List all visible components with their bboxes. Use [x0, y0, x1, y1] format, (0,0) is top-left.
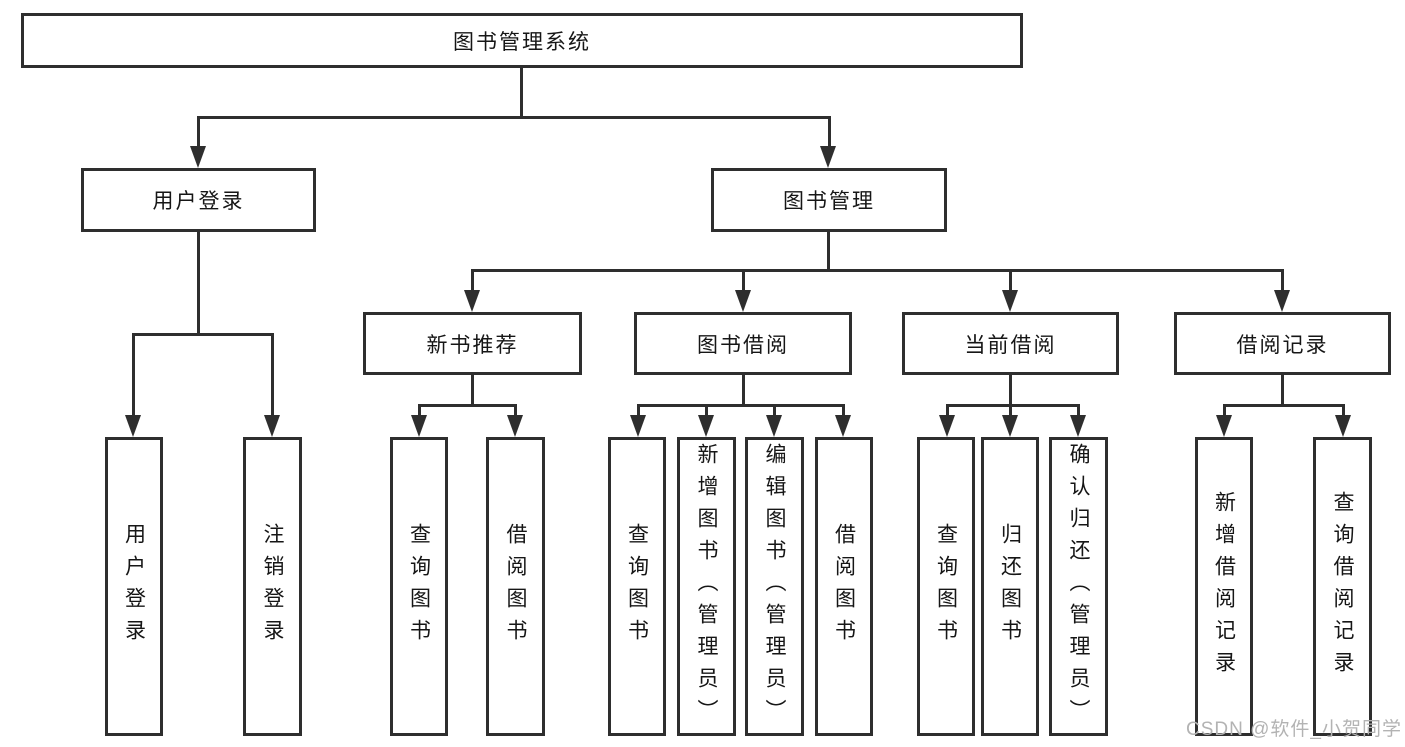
arrowhead-down-icon [1002, 415, 1018, 437]
node-current-borrow: 当前借阅 [902, 312, 1119, 375]
node-label: 归还图书 [998, 522, 1022, 651]
node-book-management: 图书管理 [711, 168, 947, 232]
arrowhead-down-icon [507, 415, 523, 437]
node-leaf-query-borrow-record: 查询借阅记录 [1313, 437, 1372, 736]
node-label: 新增借阅记录 [1212, 490, 1236, 683]
connector-line [197, 116, 200, 150]
connector-line [705, 404, 708, 417]
node-label: 新增图书（管理员） [695, 442, 718, 731]
connector-line [1342, 404, 1345, 417]
node-leaf-return-book: 归还图书 [981, 437, 1039, 736]
connector-line [637, 404, 845, 407]
connector-line [827, 232, 830, 272]
arrowhead-down-icon [190, 146, 206, 168]
connector-line [742, 269, 745, 294]
connector-line [514, 404, 517, 417]
arrowhead-down-icon [939, 415, 955, 437]
arrowhead-down-icon [766, 415, 782, 437]
connector-line [197, 232, 200, 336]
node-new-book-recommend: 新书推荐 [363, 312, 582, 375]
connector-line [471, 269, 474, 294]
node-label: 借阅记录 [1236, 333, 1329, 357]
arrowhead-down-icon [1274, 290, 1290, 312]
arrowhead-down-icon [125, 415, 141, 437]
node-leaf-query-books-1: 查询图书 [390, 437, 448, 736]
connector-line [773, 404, 776, 417]
node-label: 当前借阅 [964, 333, 1057, 357]
connector-line [520, 68, 523, 118]
connector-line [1223, 404, 1226, 417]
arrowhead-down-icon [820, 146, 836, 168]
node-root: 图书管理系统 [21, 13, 1023, 68]
connector-line [828, 116, 831, 150]
node-label: 用户登录 [152, 190, 245, 213]
connector-line [742, 375, 745, 407]
connector-line [637, 404, 640, 417]
connector-line [946, 404, 949, 417]
arrowhead-down-icon [411, 415, 427, 437]
connector-line [1077, 404, 1080, 417]
arrowhead-down-icon [264, 415, 280, 437]
node-leaf-query-books-2: 查询图书 [608, 437, 666, 736]
node-label: 确认归还（管理员） [1067, 442, 1090, 731]
arrowhead-down-icon [698, 415, 714, 437]
node-label: 查询图书 [625, 522, 649, 651]
node-label: 借阅图书 [504, 522, 527, 651]
node-user-login: 用户登录 [81, 168, 316, 232]
node-label: 借阅图书 [832, 522, 856, 651]
connector-line [418, 404, 421, 417]
node-root-label: 图书管理系统 [453, 30, 591, 54]
node-label: 查询图书 [407, 522, 431, 651]
node-label: 新书推荐 [426, 333, 519, 357]
node-label: 注销登录 [261, 522, 284, 651]
node-leaf-add-book-admin: 新增图书（管理员） [677, 437, 736, 736]
connector-line [471, 269, 1283, 272]
connector-line [271, 333, 274, 417]
node-label: 编辑图书（管理员） [763, 442, 786, 731]
connector-line [132, 333, 135, 417]
arrowhead-down-icon [735, 290, 751, 312]
node-leaf-logout: 注销登录 [243, 437, 302, 736]
arrowhead-down-icon [1335, 415, 1351, 437]
arrowhead-down-icon [1070, 415, 1086, 437]
node-label: 查询借阅记录 [1331, 490, 1354, 683]
connector-line [418, 404, 517, 407]
node-leaf-borrow-books-2: 借阅图书 [815, 437, 873, 736]
node-leaf-confirm-return-admin: 确认归还（管理员） [1049, 437, 1108, 736]
arrowhead-down-icon [464, 290, 480, 312]
node-book-borrow: 图书借阅 [634, 312, 852, 375]
arrowhead-down-icon [835, 415, 851, 437]
connector-line [1281, 375, 1284, 407]
connector-line [946, 404, 1080, 407]
connector-line [1009, 375, 1012, 407]
connector-line [197, 116, 831, 119]
node-borrow-records: 借阅记录 [1174, 312, 1391, 375]
node-leaf-borrow-books-1: 借阅图书 [486, 437, 545, 736]
connector-line [132, 333, 274, 336]
node-leaf-user-login: 用户登录 [105, 437, 163, 736]
node-label: 图书管理 [783, 190, 875, 213]
node-leaf-query-books-3: 查询图书 [917, 437, 975, 736]
connector-line [1009, 269, 1012, 294]
connector-line [842, 404, 845, 417]
connector-line [471, 375, 474, 407]
connector-line [1223, 404, 1345, 407]
node-leaf-edit-book-admin: 编辑图书（管理员） [745, 437, 804, 736]
arrowhead-down-icon [1216, 415, 1232, 437]
node-label: 查询图书 [934, 522, 958, 651]
node-leaf-add-borrow-record: 新增借阅记录 [1195, 437, 1253, 736]
arrowhead-down-icon [1002, 290, 1018, 312]
connector-line [1281, 269, 1284, 294]
node-label: 用户登录 [122, 522, 146, 651]
node-label: 图书借阅 [697, 333, 789, 357]
connector-line [1009, 404, 1012, 417]
watermark-text: CSDN @软件_小贺同学 [1186, 719, 1402, 740]
arrowhead-down-icon [630, 415, 646, 437]
